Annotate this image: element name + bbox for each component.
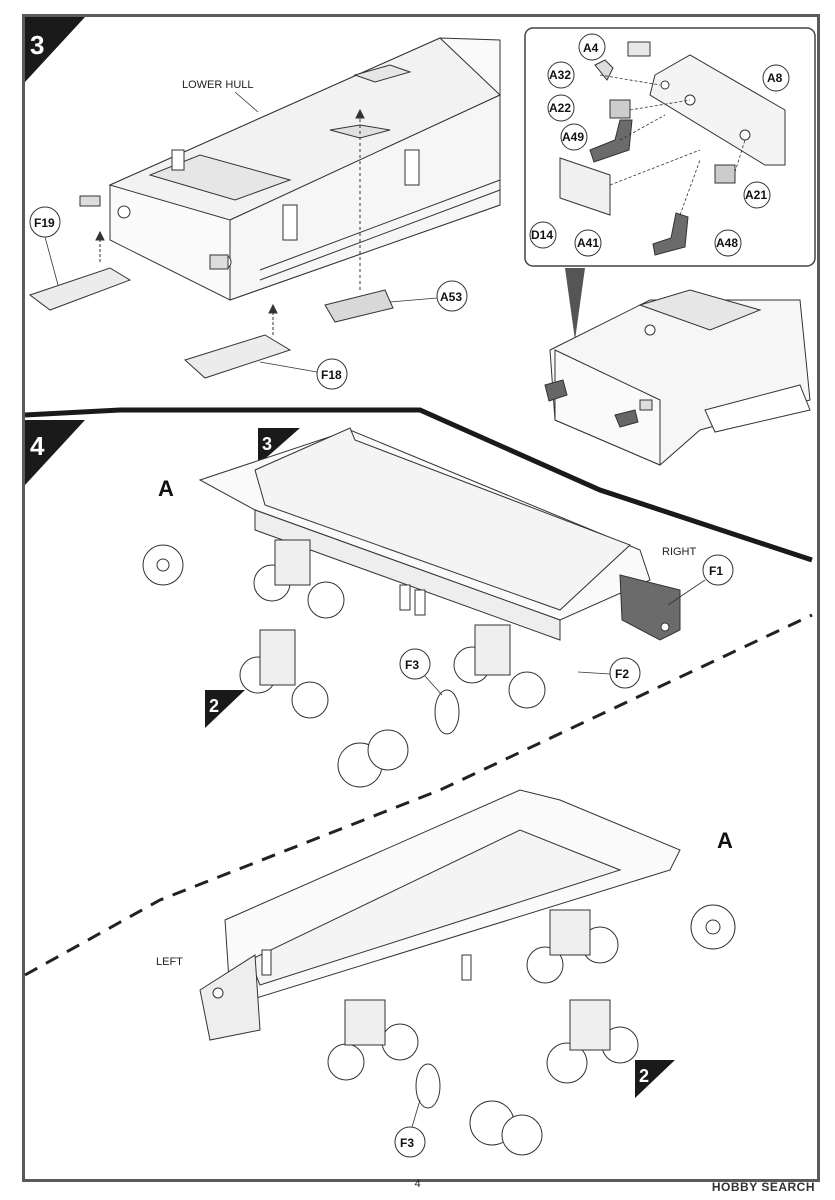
- right-hull-half: [198, 427, 681, 641]
- callout-a21: A21: [743, 181, 771, 209]
- callout-f18-label: F18: [321, 368, 342, 382]
- callout-f2-label: F2: [615, 667, 629, 681]
- ref-step-3-number: 3: [262, 434, 272, 454]
- wheel-a-bottom-label: A: [717, 828, 733, 853]
- part-plate-a53: [324, 108, 394, 323]
- callout-a21-label: A21: [745, 188, 767, 202]
- callout-d14-label: D14: [531, 228, 553, 242]
- page-number: 4: [414, 1178, 421, 1190]
- inset-pointer: [565, 268, 585, 340]
- step-divider: [24, 407, 813, 563]
- ref-step-2-bottom-badge: 2: [635, 1060, 675, 1098]
- step-3-number: 3: [30, 30, 44, 60]
- callout-a4-label: A4: [583, 41, 599, 55]
- callout-a22-label: A22: [549, 101, 571, 115]
- right-label: RIGHT: [662, 546, 697, 558]
- rear-hull-completed: [544, 289, 811, 466]
- callout-a41-label: A41: [577, 236, 599, 250]
- callout-a4: A4: [578, 33, 606, 61]
- callout-f3-bottom: F3: [394, 1099, 426, 1158]
- lower-hull-leader: [234, 91, 259, 113]
- ref-step-2-top-badge: 2: [205, 690, 245, 728]
- callout-f2: F2: [577, 657, 641, 689]
- callout-f1-label: F1: [709, 564, 723, 578]
- ref-step-2-top-number: 2: [209, 696, 219, 716]
- step-3-section: 3 LOWER HULL: [25, 17, 816, 466]
- callout-a49-label: A49: [562, 130, 584, 144]
- right-bogie-assemblies: [142, 539, 546, 788]
- wheel-a-top-label: A: [158, 476, 174, 501]
- callout-a32: A32: [547, 61, 575, 89]
- callout-a8: A8: [762, 64, 790, 92]
- step-4-badge: 4: [25, 420, 85, 485]
- left-label: LEFT: [156, 956, 183, 968]
- callout-a22: A22: [547, 94, 575, 122]
- callout-f18: F18: [259, 358, 348, 390]
- callout-a41: A41: [574, 229, 602, 257]
- left-bogie-assemblies: [327, 904, 736, 1156]
- lower-hull-drawing: [79, 37, 501, 301]
- callout-f19-label: F19: [34, 216, 55, 230]
- callout-f1: F1: [667, 554, 734, 606]
- part-plate-f18: [184, 303, 292, 379]
- step-4-section: 4 3: [24, 420, 813, 1158]
- callout-a8-label: A8: [767, 71, 783, 85]
- callout-f3-top-label: F3: [405, 658, 419, 672]
- lower-hull-label: LOWER HULL: [182, 79, 254, 91]
- left-hull-half: [199, 789, 681, 1041]
- callout-a49: A49: [560, 123, 588, 151]
- callout-f3-bottom-label: F3: [400, 1136, 414, 1150]
- inset-detail-box: A4 A32 A22 A49 D14 A41: [524, 27, 816, 267]
- step-4-number: 4: [30, 431, 45, 461]
- step-3-badge: 3: [25, 17, 85, 82]
- callout-a53: A53: [389, 280, 468, 312]
- callout-f3-top: F3: [399, 648, 443, 696]
- callout-d14: D14: [529, 221, 557, 249]
- callout-a32-label: A32: [549, 68, 571, 82]
- ref-step-2-bottom-number: 2: [639, 1066, 649, 1086]
- callout-a48: A48: [714, 229, 742, 257]
- callout-f19: F19: [29, 206, 61, 286]
- part-plate-f19: [28, 230, 132, 311]
- callout-a48-label: A48: [716, 236, 738, 250]
- left-right-separator: [24, 613, 813, 977]
- ref-step-3-badge: 3: [258, 428, 300, 465]
- callout-a53-label: A53: [440, 290, 462, 304]
- watermark-logo: HOBBY SEARCH: [711, 1180, 815, 1194]
